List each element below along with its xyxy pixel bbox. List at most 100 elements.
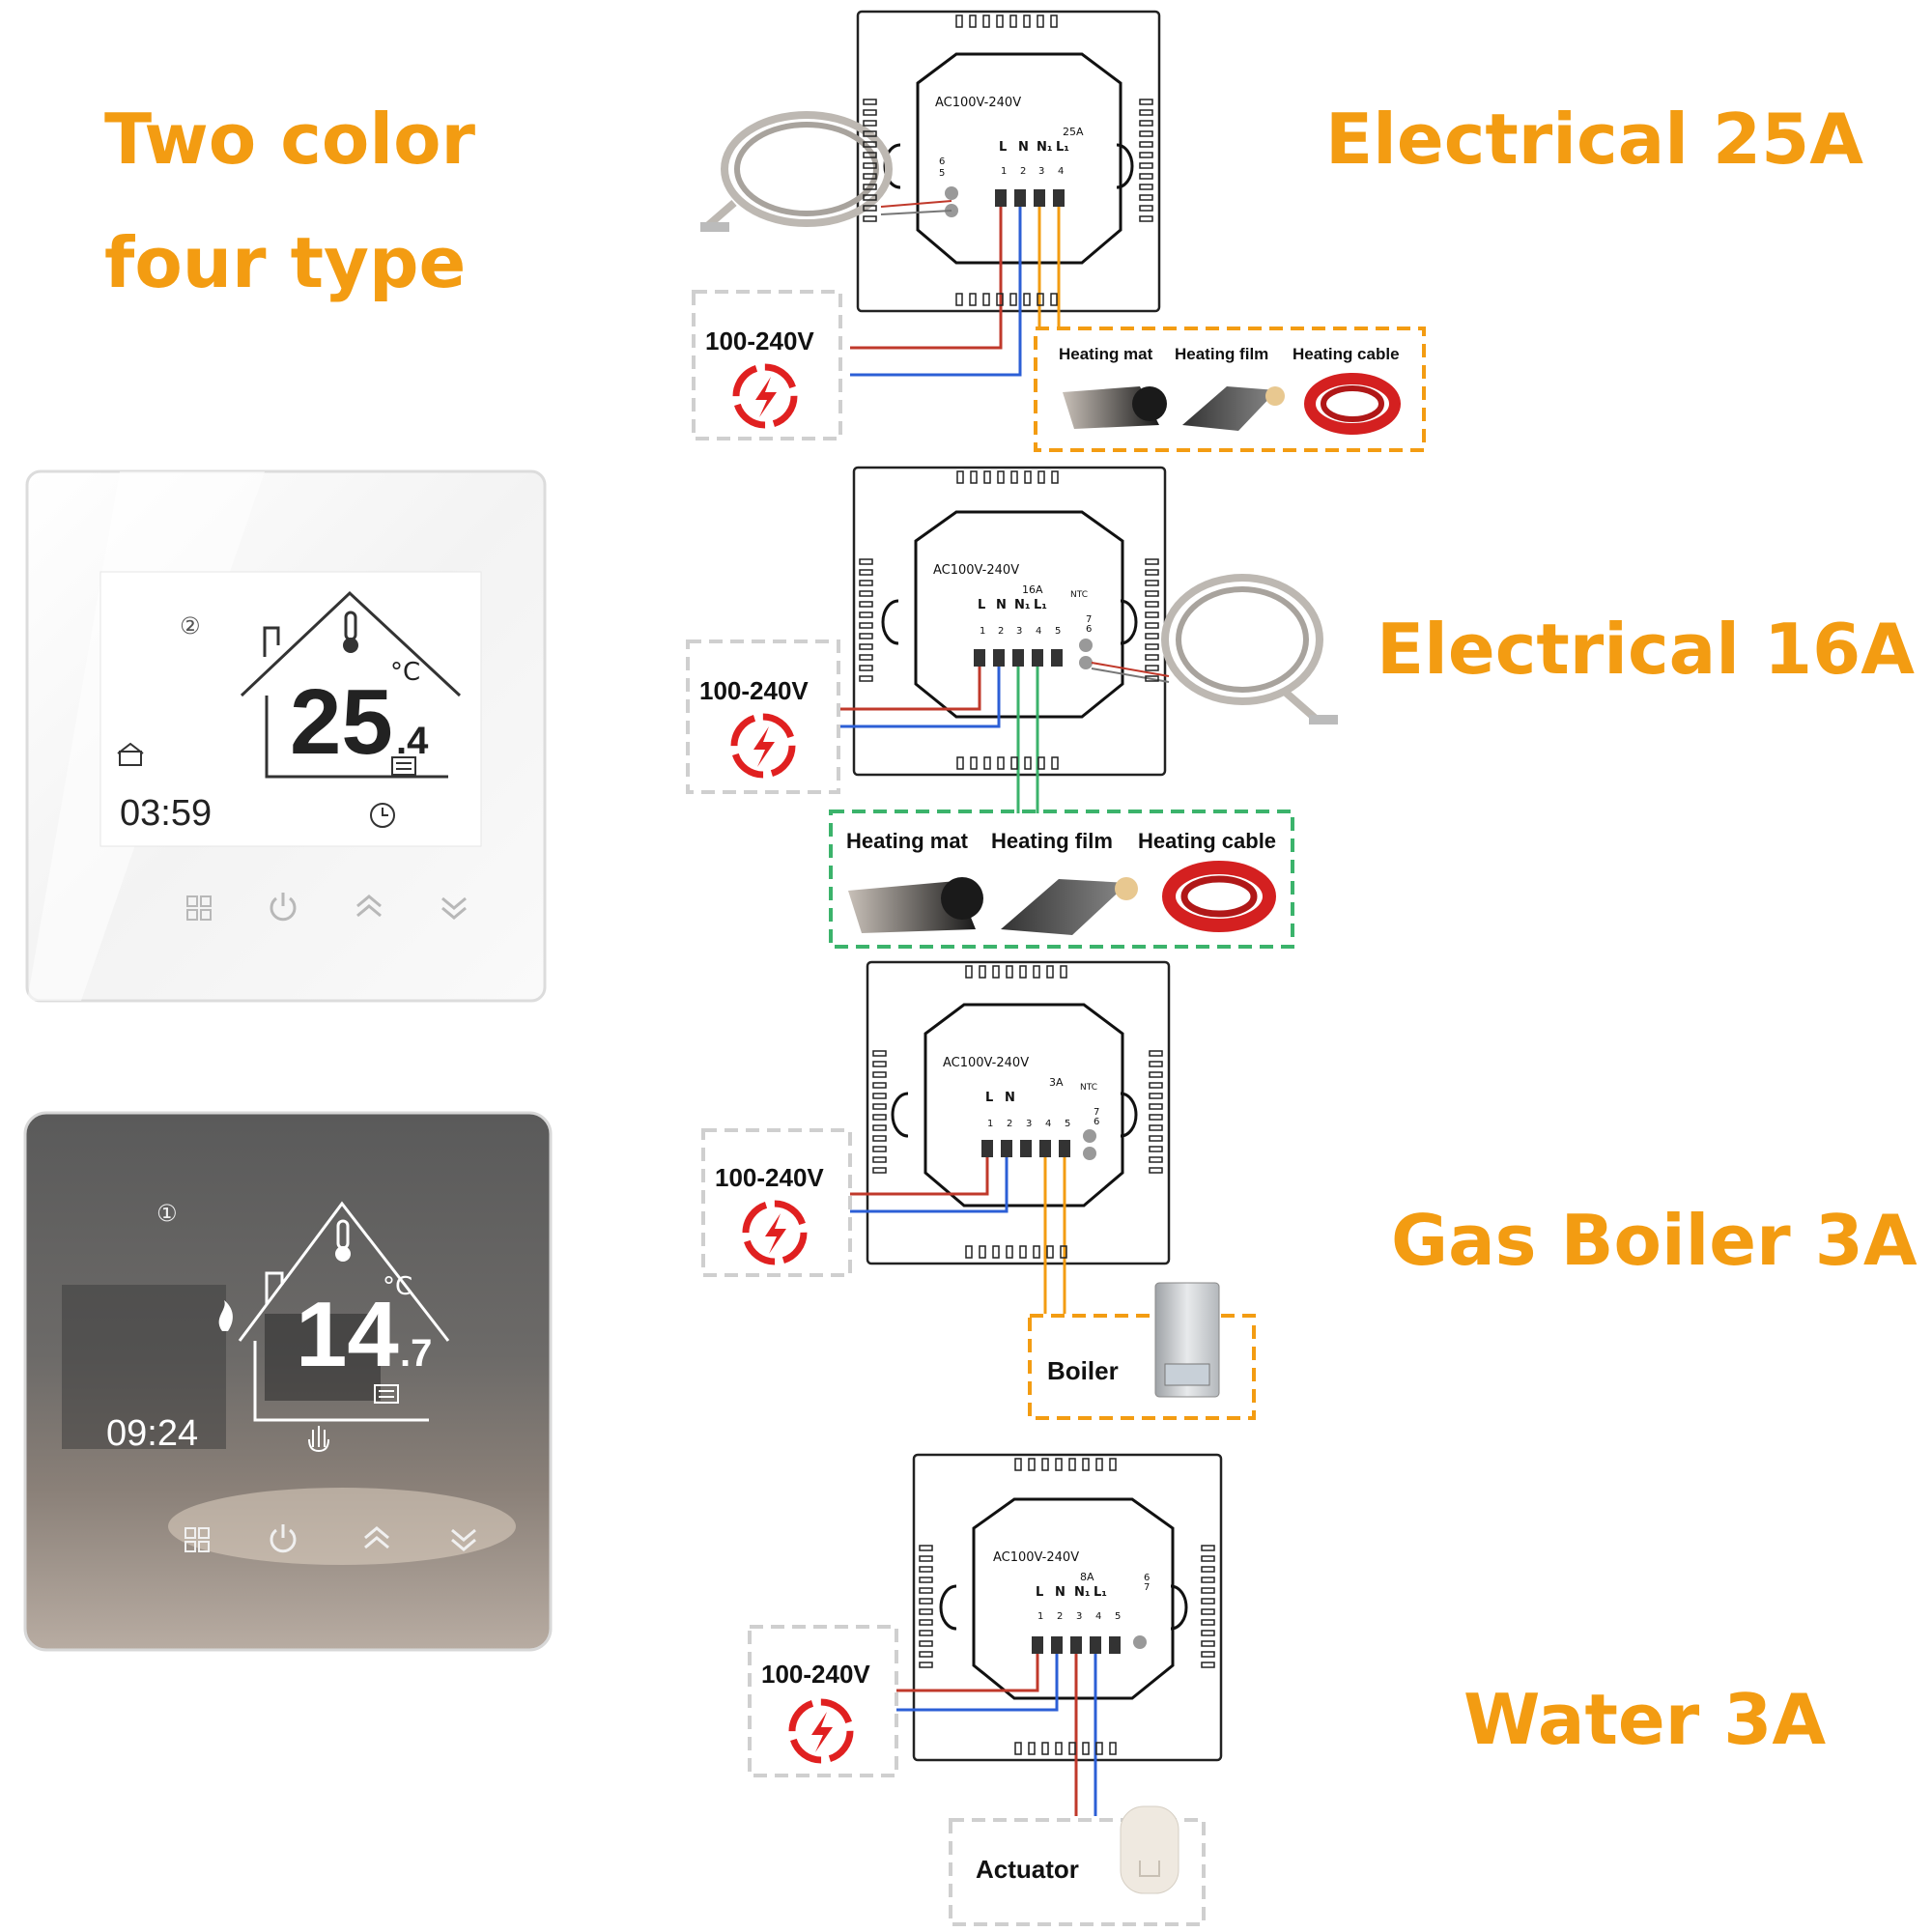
thermometer-icon: [343, 611, 358, 653]
up-button[interactable]: [356, 895, 382, 918]
actuator-image: [1120, 1805, 1179, 1894]
terminal-number: 4: [1036, 626, 1041, 637]
down-button[interactable]: [441, 896, 467, 920]
heating-mat-image: [1063, 386, 1167, 429]
thermostat-badge: ①: [156, 1200, 178, 1227]
rating-label: 8A: [1080, 1571, 1094, 1583]
terminal-number: 2: [1020, 166, 1026, 177]
terminal-label: L₁: [1034, 598, 1047, 612]
sensor-terminal: 6: [1094, 1117, 1099, 1127]
supply-label: AC100V-240V: [935, 96, 1021, 110]
heating-cable-image: [1162, 861, 1276, 932]
temperature-decimal: .4: [396, 720, 429, 762]
terminal-label: L: [985, 1091, 993, 1105]
terminal-label: N₁: [1014, 598, 1031, 612]
heating-film-image: [1001, 877, 1138, 935]
terminal-number: 4: [1045, 1119, 1051, 1129]
terminal-label: N: [1018, 140, 1029, 155]
diagram-water-3a: AC100V-240V 8A L N N₁ L₁ 1 2 3 4 5 6 7 1…: [748, 1453, 1223, 1926]
temperature-unit: °C: [383, 1272, 412, 1301]
menu-button[interactable]: [185, 1527, 210, 1552]
title-electrical-25a: Electrical 25A: [1325, 99, 1863, 180]
power-icon: [792, 1702, 850, 1760]
diagram-electrical-16a: AC100V-240V 16A NTC L N N₁ L₁ 1 2 3 4 5 …: [686, 466, 1338, 949]
terminal-number: 4: [1058, 166, 1064, 177]
ntc-sensor-probe: [1091, 574, 1338, 724]
thermostat-badge: ②: [180, 612, 201, 639]
supply-label: AC100V-240V: [933, 563, 1019, 578]
terminal-number: 2: [1007, 1119, 1012, 1129]
heating-icon: [374, 1384, 399, 1404]
power-icon: [734, 717, 792, 775]
sensor-terminal: 7: [1144, 1582, 1150, 1593]
load-label: Heating film: [991, 829, 1113, 853]
terminal-number: 5: [1065, 1119, 1070, 1129]
diagram-gas-boiler-3a: AC100V-240V 3A NTC L N 1 2 3 4 5 7 6 100…: [701, 960, 1256, 1420]
thermostat-white: ② 25 .4 °C 03:59: [25, 469, 547, 1003]
terminal-label: L: [1036, 1585, 1043, 1600]
terminal-number: 4: [1095, 1611, 1101, 1622]
diagram-electrical-25a: AC100V-240V 25A L N N₁ L₁ 1 2 3 4 6 5: [692, 10, 1426, 452]
terminal-label: N₁: [1074, 1585, 1091, 1600]
panel-vents: [863, 14, 1153, 306]
terminal-label: L₁: [1056, 140, 1069, 155]
panel-vents: [919, 1458, 1215, 1755]
terminal-number: 1: [987, 1119, 993, 1129]
title-gas-boiler-3a: Gas Boiler 3A: [1391, 1200, 1918, 1281]
heating-icon: [391, 756, 416, 776]
boiler-image: [1154, 1282, 1220, 1398]
down-button[interactable]: [451, 1528, 476, 1551]
heating-mat-image: [848, 877, 983, 933]
heating-cable-image: [1304, 373, 1401, 435]
voltage-label: 100-240V: [715, 1163, 824, 1192]
panel-vents: [872, 965, 1163, 1259]
sensor-terminal: 5: [939, 168, 945, 179]
supply-label: AC100V-240V: [943, 1056, 1029, 1070]
temperature-decimal: .7: [400, 1332, 432, 1375]
panel-vents: [859, 470, 1159, 770]
terminal-label: L₁: [1094, 1585, 1107, 1600]
up-button[interactable]: [364, 1526, 389, 1549]
load-label: Heating cable: [1293, 345, 1400, 363]
terminal-number: 2: [998, 626, 1004, 637]
sensor-terminal: 6: [1086, 624, 1092, 635]
sensor-terminal: 7: [1086, 614, 1092, 625]
clock-time: 03:59: [120, 793, 212, 834]
clock-icon: [370, 803, 395, 828]
voltage-label: 100-240V: [699, 676, 809, 705]
temperature-unit: °C: [390, 658, 420, 687]
supply-label: AC100V-240V: [993, 1550, 1079, 1565]
terminal-number: 3: [1038, 166, 1044, 177]
thermostat-black: ① 14 .7 °C 09:24: [23, 1111, 553, 1652]
terminal-number: 5: [1115, 1611, 1121, 1622]
temperature-reading: 25: [290, 670, 393, 774]
terminal-number: 3: [1026, 1119, 1032, 1129]
terminal-number: 1: [1001, 166, 1007, 177]
ntc-label: NTC: [1080, 1083, 1097, 1093]
terminal-number: 5: [1055, 626, 1061, 637]
ntc-label: NTC: [1070, 590, 1088, 600]
power-button[interactable]: [270, 893, 297, 922]
sensor-terminal: 7: [1094, 1107, 1099, 1118]
load-label: Heating cable: [1138, 829, 1276, 853]
load-label: Boiler: [1047, 1356, 1119, 1385]
power-button[interactable]: [270, 1524, 297, 1553]
headline-line1: Two color: [104, 99, 476, 180]
rating-label: 16A: [1022, 583, 1043, 596]
menu-button[interactable]: [186, 895, 212, 921]
load-label: Heating film: [1175, 345, 1268, 363]
terminal-label: N: [1005, 1091, 1015, 1105]
sensor-terminal: 6: [1144, 1573, 1150, 1583]
terminal-number: 2: [1057, 1611, 1063, 1622]
headline-line2: four type: [104, 222, 467, 303]
title-electrical-16a: Electrical 16A: [1377, 609, 1915, 690]
sensor-terminal: 6: [939, 156, 945, 167]
terminal-label: L: [978, 598, 985, 612]
hand-icon: [308, 1426, 329, 1453]
terminal-number: 3: [1076, 1611, 1082, 1622]
terminal-label: N₁: [1037, 140, 1053, 155]
temperature-reading: 14: [296, 1283, 399, 1386]
clock-time: 09:24: [106, 1413, 198, 1454]
home-mode-icon: [117, 742, 144, 766]
